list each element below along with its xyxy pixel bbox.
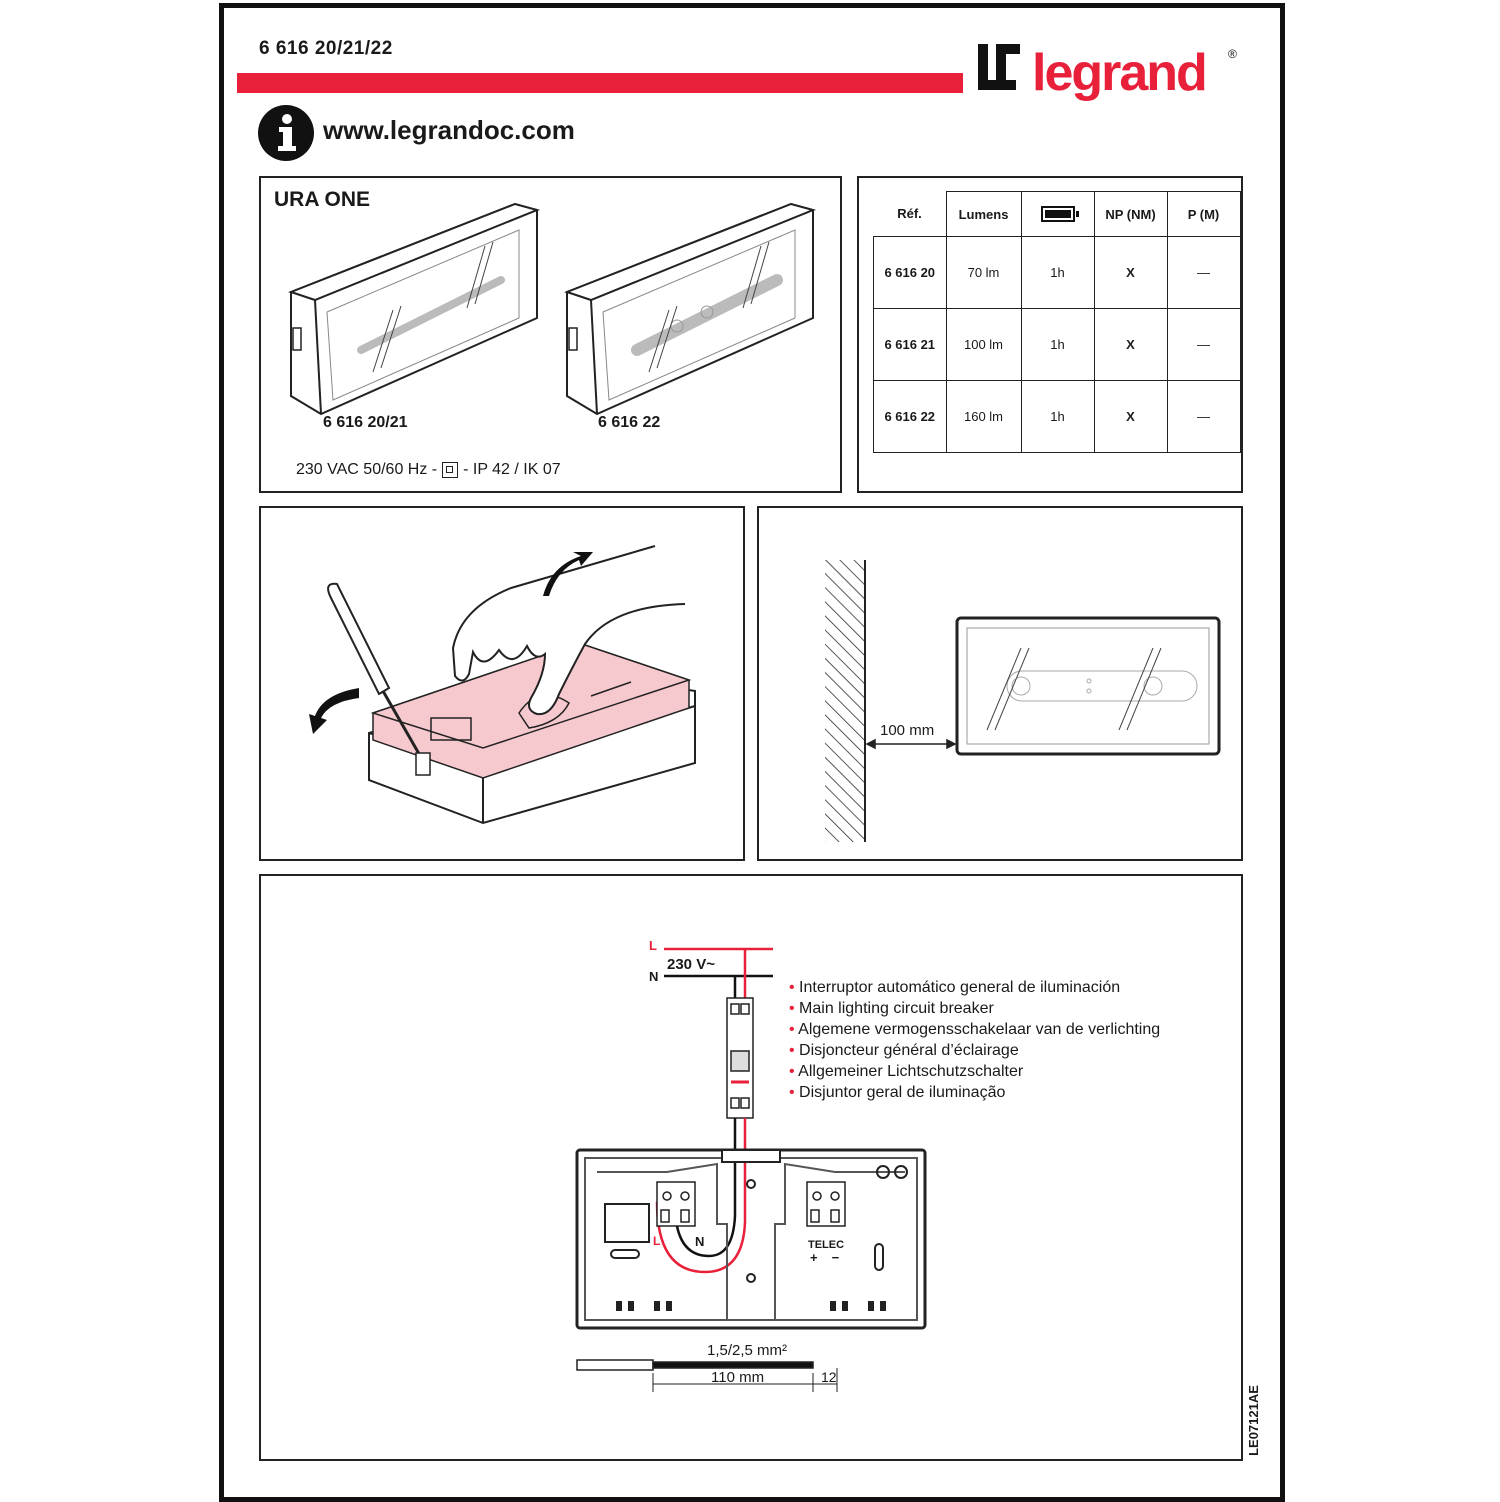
telec-terminal-block [806, 1181, 846, 1227]
legrand-logo-text: legrand [1032, 44, 1206, 102]
product-name: URA ONE [274, 188, 371, 211]
reference-table: Réf. Lumens NP (NM) P (M) 6 616 20 70 lm… [873, 191, 1241, 453]
luminaire-front-view [955, 616, 1221, 756]
product-reference-heading: 6 616 20/21/22 [259, 38, 393, 59]
strip-end-label: 12 [821, 1369, 837, 1385]
product-illustration [288, 202, 817, 416]
legrand-logo-mark [978, 44, 1020, 90]
col-header-ref: Réf. [897, 206, 922, 222]
cell-ref: 6 616 22 [873, 380, 947, 453]
rotate-arrow-icon [543, 552, 593, 596]
opening-instruction-panel [259, 506, 745, 861]
col-header-autonomy [1020, 191, 1095, 237]
legrand-logo: legrand ® [978, 44, 1237, 102]
battery-icon [1040, 206, 1079, 223]
luminaire-drawing-a [288, 202, 541, 416]
supply-lines [664, 947, 773, 998]
opening-illustration [309, 545, 696, 825]
hand-drawing [451, 545, 686, 716]
document-reference: LE07121AE [1244, 1385, 1268, 1459]
luminaire-base-plate [575, 1148, 927, 1330]
breaker-label-list: Interruptor automático general de ilumin… [789, 977, 1160, 1103]
neutral-label: N [649, 969, 659, 984]
cell-lumens: 160 lm [945, 380, 1022, 453]
cell-ref: 6 616 21 [873, 308, 947, 381]
list-item: Algemene vermogensschakelaar van de verl… [789, 1019, 1160, 1040]
cell-np: X [1093, 308, 1168, 381]
cell-np: X [1093, 380, 1168, 453]
wiring-diagram-panel: L N 230 V~ Interruptor automático genera… [259, 874, 1243, 1461]
product-overview-panel: URA ONE 6 616 20/2 [259, 176, 842, 493]
cell-ref: 6 616 20 [873, 236, 947, 309]
list-item: Allgemeiner Lichtschutzschalter [789, 1061, 1160, 1082]
mounting-distance-panel: 100 mm [757, 506, 1243, 861]
specs-voltage: 230 VAC 50/60 Hz - [296, 461, 438, 478]
distance-label: 100 mm [880, 722, 935, 739]
cable-section-label: 1,5/2,5 mm² [707, 1342, 788, 1359]
col-header-lumens: Lumens [945, 191, 1022, 237]
line-label: L [649, 938, 657, 953]
wiring-diagram [575, 947, 927, 1392]
mounting-illustration [825, 560, 1221, 842]
distance-arrow [865, 738, 957, 750]
variant-b-code: 6 616 22 [598, 414, 661, 431]
electrical-specs: 230 VAC 50/60 Hz - - IP 42 / IK 07 [296, 461, 561, 479]
wall-hatch [825, 560, 865, 842]
list-item: Main lighting circuit breaker [789, 998, 1160, 1019]
variant-a-code: 6 616 20/21 [323, 414, 408, 431]
document-reference-text: LE07121AE [1245, 1385, 1261, 1456]
table-row: 6 616 22 160 lm 1h X — [873, 380, 1241, 453]
luminaire-drawing-b [564, 202, 817, 416]
wire-strip-gauge [576, 1359, 838, 1392]
telec-polarity: +− [810, 1250, 854, 1265]
list-item: Interruptor automático general de ilumin… [789, 977, 1160, 998]
cell-lumens: 100 lm [945, 308, 1022, 381]
registered-mark: ® [1228, 47, 1237, 61]
rotate-arrow-icon [309, 688, 359, 734]
website-link[interactable]: www.legrandoc.com [323, 115, 575, 145]
circuit-breaker-icon [726, 997, 754, 1119]
cell-np: X [1093, 236, 1168, 309]
table-header-row: Réf. Lumens NP (NM) P (M) [874, 191, 1241, 237]
cell-autonomy: 1h [1020, 380, 1095, 453]
screwdriver-icon [327, 582, 431, 776]
feed-wires [655, 1118, 747, 1274]
table-row: 6 616 20 70 lm 1h X — [873, 236, 1241, 309]
cell-p: — [1166, 236, 1241, 309]
strip-length-label: 110 mm [711, 1369, 765, 1386]
power-terminal-block [656, 1181, 696, 1227]
reference-table-panel: Réf. Lumens NP (NM) P (M) 6 616 20 70 lm… [857, 176, 1243, 493]
voltage-label: 230 V~ [667, 956, 715, 973]
class-ii-icon [442, 462, 459, 478]
list-item: Disjuntor geral de iluminação [789, 1082, 1160, 1103]
cell-p: — [1166, 380, 1241, 453]
info-icon [258, 105, 314, 161]
cell-lumens: 70 lm [945, 236, 1022, 309]
terminal-n-label: N [695, 1234, 705, 1249]
col-header-np: NP (NM) [1093, 191, 1168, 237]
cell-p: — [1166, 308, 1241, 381]
list-item: Disjoncteur général d’éclairage [789, 1040, 1160, 1061]
red-header-bar [237, 73, 963, 93]
terminal-l-label: L [653, 1234, 661, 1248]
table-row: 6 616 21 100 lm 1h X — [873, 308, 1241, 381]
telec-label: TELEC [808, 1239, 845, 1251]
col-header-p: P (M) [1166, 191, 1241, 237]
specs-protection: - IP 42 / IK 07 [463, 461, 561, 478]
cell-autonomy: 1h [1020, 308, 1095, 381]
cell-autonomy: 1h [1020, 236, 1095, 309]
